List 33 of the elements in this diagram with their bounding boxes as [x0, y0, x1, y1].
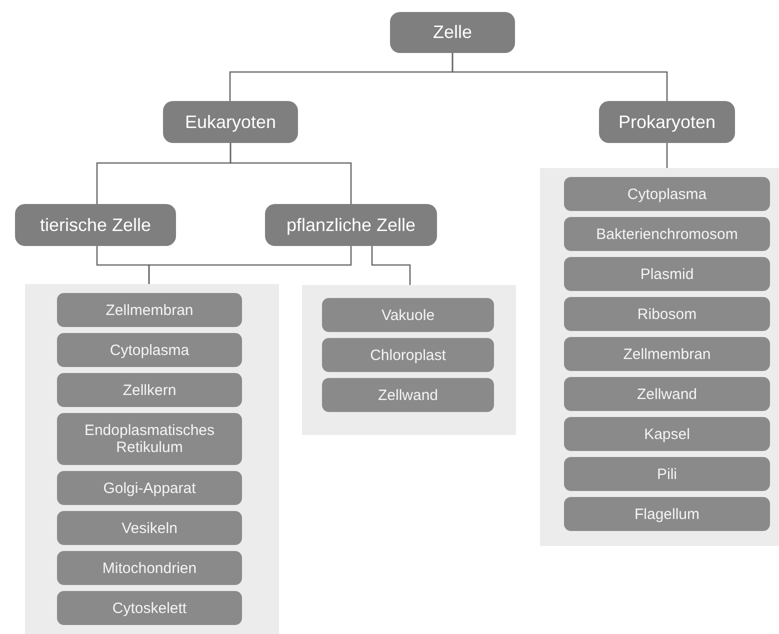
connector-line: [371, 246, 411, 285]
category-box: Zelle: [390, 12, 515, 53]
connector-line: [666, 143, 668, 168]
organelle-box: Vesikeln: [57, 511, 242, 545]
organelle-box: Vakuole: [322, 298, 494, 332]
organelle-box: Ribosom: [564, 297, 770, 331]
panel-background: [302, 285, 516, 435]
category-box: Prokaryoten: [599, 101, 735, 143]
panel-background: [540, 168, 779, 546]
organelle-box: Golgi-Apparat: [57, 471, 242, 505]
organelle-box: Plasmid: [564, 257, 770, 291]
organelle-box: Endoplasmatisches Retikulum: [57, 413, 242, 465]
organelle-box: Bakterienchromosom: [564, 217, 770, 251]
category-box: tierische Zelle: [15, 204, 176, 246]
organelle-box: Cytoplasma: [57, 333, 242, 367]
organelle-box: Cytoplasma: [564, 177, 770, 211]
organelle-box: Zellwand: [564, 377, 770, 411]
connector-line: [148, 246, 352, 284]
connector-line: [230, 143, 352, 204]
organelle-box: Flagellum: [564, 497, 770, 531]
panel-background: [25, 284, 279, 634]
organelle-box: Cytoskelett: [57, 591, 242, 625]
category-box: pflanzliche Zelle: [265, 204, 437, 246]
organelle-box: Zellkern: [57, 373, 242, 407]
organelle-box: Zellmembran: [564, 337, 770, 371]
organelle-box: Mitochondrien: [57, 551, 242, 585]
organelle-box: Chloroplast: [322, 338, 494, 372]
organelle-box: Kapsel: [564, 417, 770, 451]
organelle-box: Zellmembran: [57, 293, 242, 327]
organelle-box: Pili: [564, 457, 770, 491]
category-box: Eukaryoten: [163, 101, 298, 143]
connector-line: [452, 53, 668, 101]
organelle-box: Zellwand: [322, 378, 494, 412]
